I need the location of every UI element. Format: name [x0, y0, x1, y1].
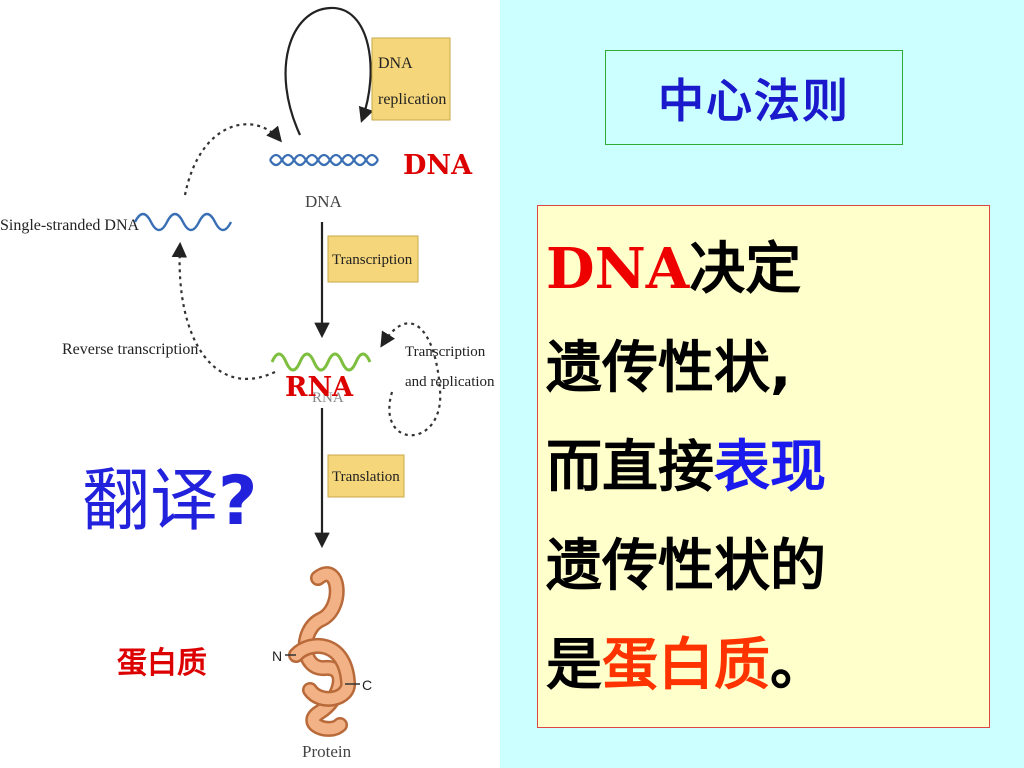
single-stranded-dna-label: Single-stranded DNA — [0, 217, 140, 234]
n-terminus-label: N — [272, 648, 282, 664]
ssdna-to-dna-dotted-arrow — [183, 123, 282, 196]
translate-question-label: 翻译? — [82, 445, 257, 544]
protein-overlay-label: 蛋白质 — [117, 646, 207, 681]
main-line-5-a: 是 — [546, 633, 602, 698]
title-box: 中心法则 — [605, 50, 903, 145]
single-stranded-dna-strand — [133, 212, 233, 232]
main-line-2: 遗传性状, — [546, 336, 792, 401]
main-text-box: DNA决定 遗传性状, 而直接表现 遗传性状的 是蛋白质。 — [537, 205, 990, 728]
main-line-4: 遗传性状的 — [546, 534, 826, 599]
rna-caption: RNA — [312, 390, 344, 406]
central-dogma-diagram: DNA replication DNA Single-stranded DNA … — [0, 6, 495, 761]
dna-double-helix — [269, 153, 379, 167]
transcription-replication-label-line2: and replication — [405, 374, 495, 390]
page-title: 中心法则 — [658, 73, 850, 128]
dna-caption: DNA — [305, 192, 343, 211]
rna-strand — [270, 352, 372, 372]
dna-replication-label-line1: DNA — [378, 55, 413, 72]
dna-replication-arrow — [284, 6, 374, 136]
main-line-5: 是蛋白质。 — [546, 616, 983, 715]
transcription-label: Transcription — [332, 252, 413, 268]
main-line-3-a: 而直接 — [546, 435, 714, 500]
dna-overlay-label: DNA — [403, 150, 473, 181]
dna-highlight: DNA — [546, 236, 690, 302]
translate-word: 翻译 — [82, 462, 219, 541]
protein-highlight: 蛋白质 — [602, 633, 770, 698]
translation-label: Translation — [332, 469, 400, 485]
c-terminus-label: C — [362, 677, 372, 693]
question-mark: ? — [218, 462, 258, 541]
reverse-transcription-label: Reverse transcription — [62, 341, 198, 358]
main-line-1-rest: 决定 — [689, 237, 802, 302]
rna-overlay-label: RNA — [285, 372, 354, 403]
express-highlight: 表现 — [714, 435, 826, 500]
protein-structure — [288, 566, 356, 737]
reverse-transcription-dotted-arrow — [171, 241, 276, 380]
transcription-replication-label-line1: Transcription — [405, 344, 486, 360]
protein-caption: Protein — [302, 742, 352, 761]
dna-replication-label-box — [371, 37, 451, 121]
main-line-5-c: 。 — [770, 633, 826, 698]
rna-replication-dotted-loop — [380, 322, 442, 437]
translation-label-box — [327, 454, 405, 498]
main-line-1: DNA决定 — [546, 220, 983, 319]
dna-replication-label-line2: replication — [378, 91, 446, 108]
transcription-label-box — [327, 235, 419, 283]
main-line-3: 而直接表现 — [546, 418, 983, 517]
